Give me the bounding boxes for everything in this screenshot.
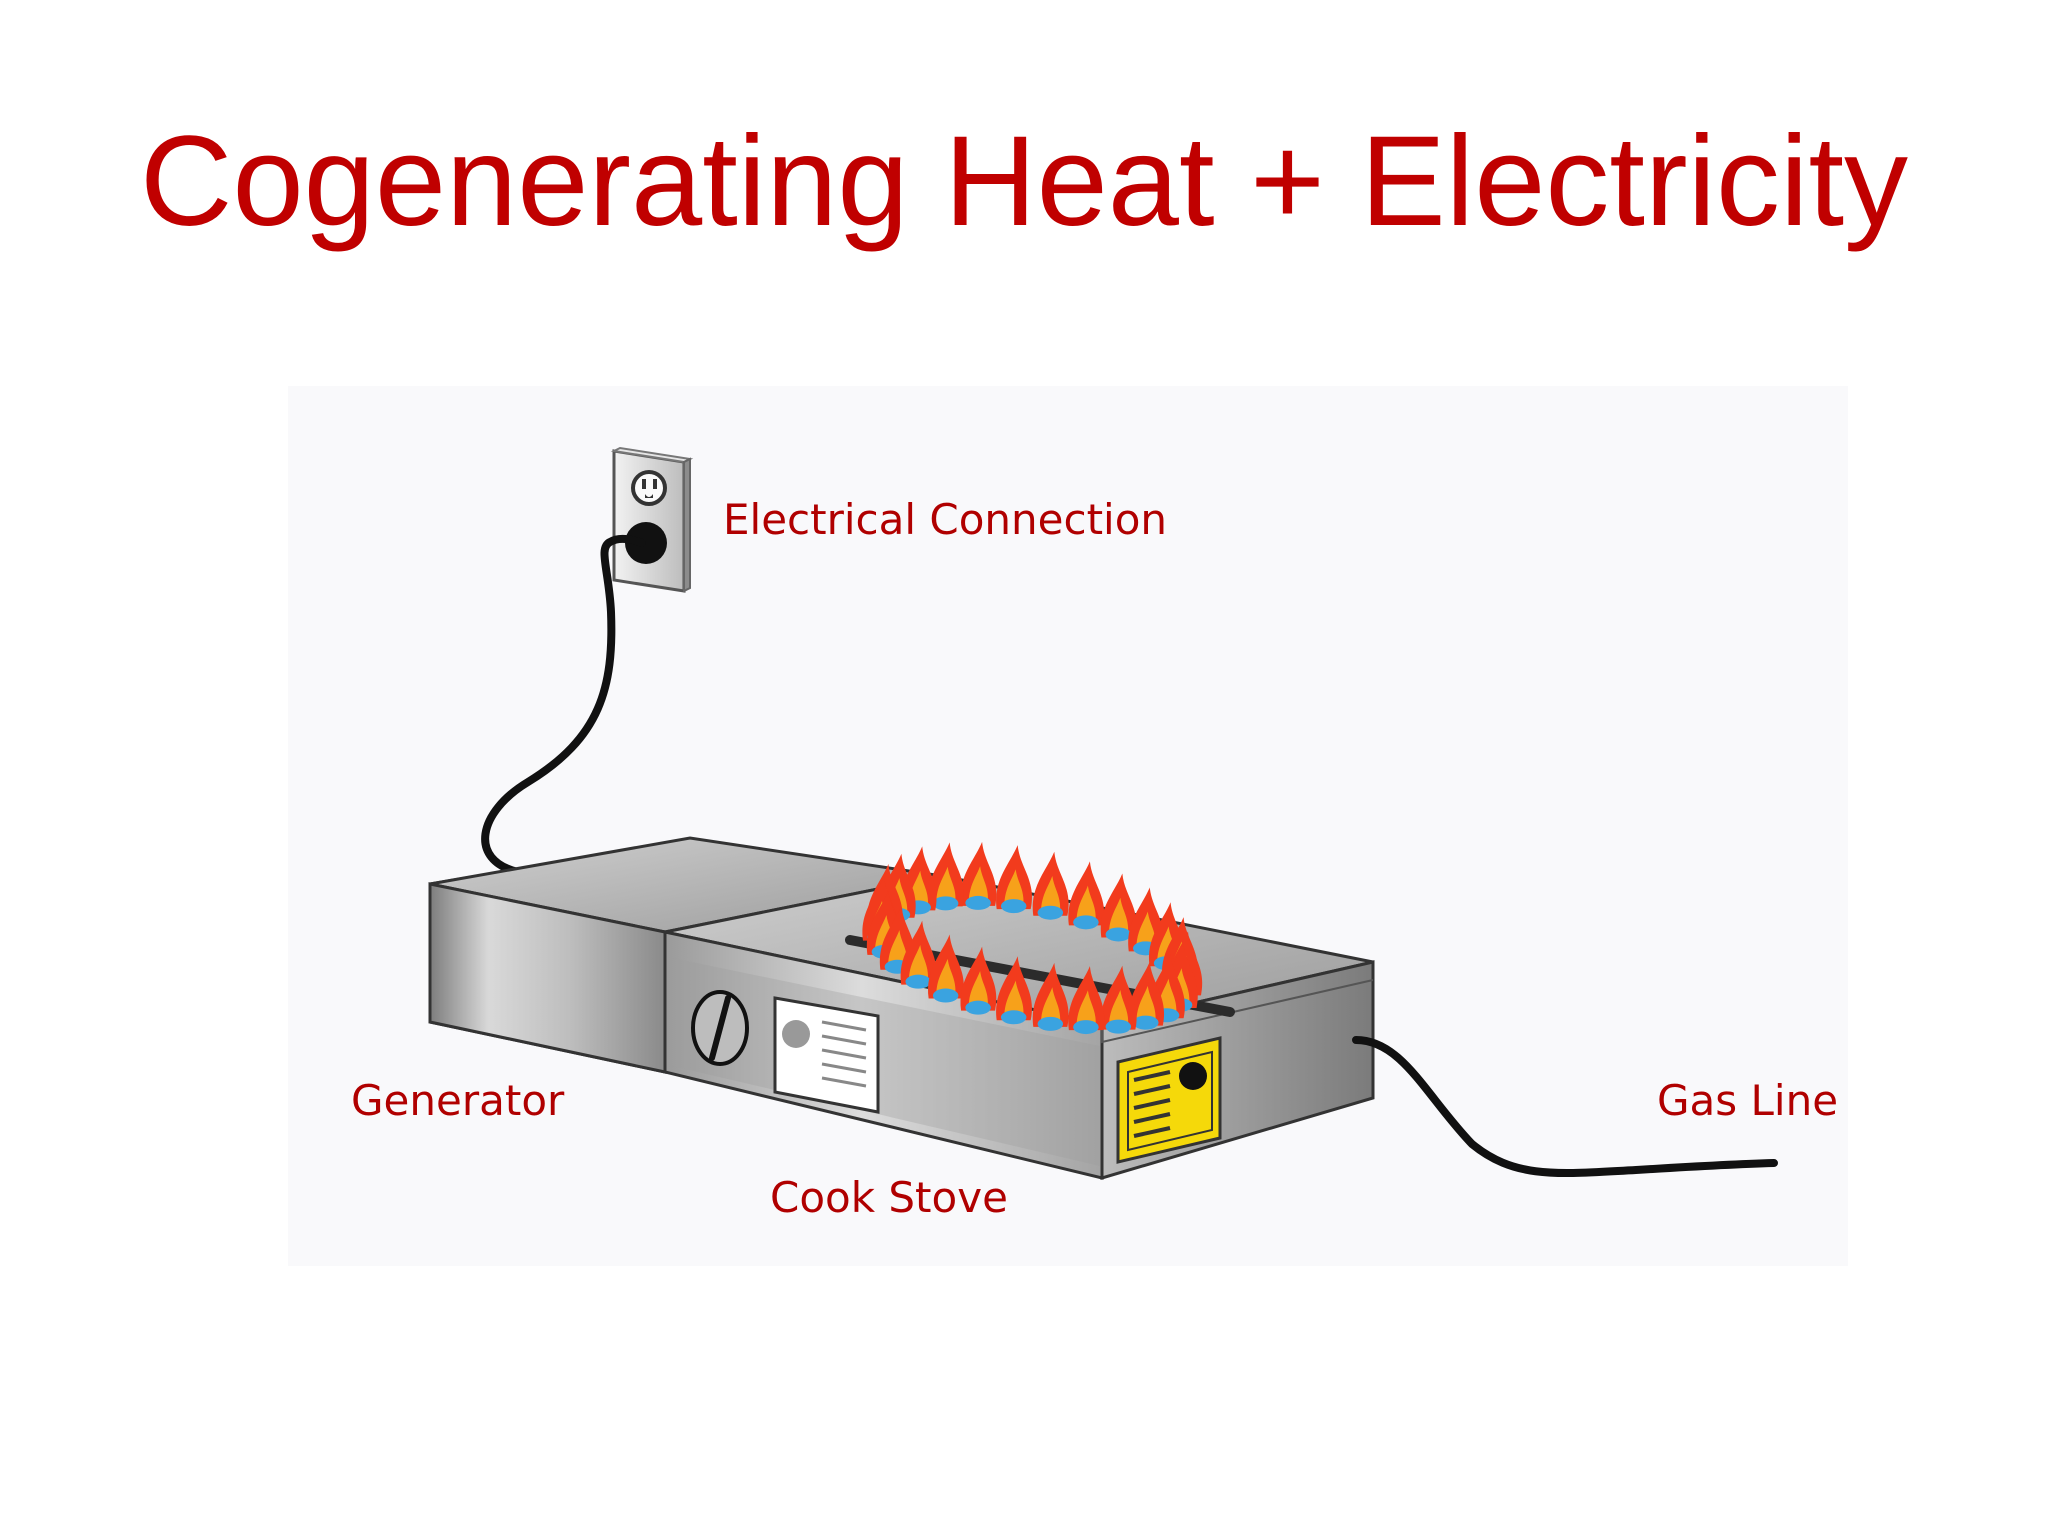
flame-base bbox=[1000, 899, 1027, 914]
flame-core bbox=[936, 866, 956, 907]
flame-core bbox=[1076, 885, 1096, 926]
warning-plate-icon bbox=[1116, 1036, 1222, 1164]
flame-base bbox=[932, 896, 959, 911]
control-knob-icon bbox=[691, 990, 749, 1066]
flame-core bbox=[968, 866, 988, 906]
burner-flames-icon bbox=[862, 841, 1203, 1035]
flame-base bbox=[1073, 1020, 1099, 1035]
flame-base bbox=[1037, 905, 1064, 920]
flame-core bbox=[1076, 990, 1096, 1031]
generator-box-icon bbox=[428, 836, 943, 1074]
flame-base bbox=[1073, 915, 1099, 930]
label-cook-stove: Cook Stove bbox=[770, 1173, 1008, 1222]
flame-base bbox=[932, 988, 959, 1003]
flame-core bbox=[908, 944, 929, 985]
flame-core bbox=[1004, 869, 1024, 910]
flame-base bbox=[1105, 927, 1132, 942]
flame-core bbox=[936, 958, 956, 999]
label-gas-line: Gas Line bbox=[1657, 1076, 1839, 1125]
flame-base bbox=[1105, 1019, 1132, 1034]
flame-base bbox=[1000, 1010, 1027, 1025]
flame-core bbox=[1108, 897, 1129, 938]
flame-base bbox=[965, 895, 991, 910]
cook-stove-icon bbox=[663, 874, 1375, 1181]
flame-core bbox=[968, 970, 988, 1011]
gas-line-icon bbox=[1352, 1036, 1778, 1178]
flame-core bbox=[1136, 911, 1156, 952]
flame-base bbox=[1037, 1016, 1064, 1031]
flame-core bbox=[887, 930, 908, 970]
flame-core bbox=[1108, 989, 1129, 1030]
slide-title: Cogenerating Heat + Electricity bbox=[140, 110, 1908, 253]
flame-base bbox=[965, 1000, 991, 1015]
power-cord-icon bbox=[481, 534, 646, 876]
info-plate-icon bbox=[773, 996, 880, 1114]
label-generator: Generator bbox=[351, 1076, 565, 1125]
label-electrical-connection: Electrical Connection bbox=[723, 495, 1168, 544]
flame-core bbox=[1040, 876, 1061, 916]
flame-core bbox=[1040, 987, 1061, 1027]
wall-outlet-icon bbox=[610, 446, 694, 593]
flame-core bbox=[1004, 980, 1024, 1021]
flame-core bbox=[1136, 985, 1156, 1026]
flame-base bbox=[905, 974, 931, 989]
flame-base bbox=[1133, 1015, 1159, 1030]
